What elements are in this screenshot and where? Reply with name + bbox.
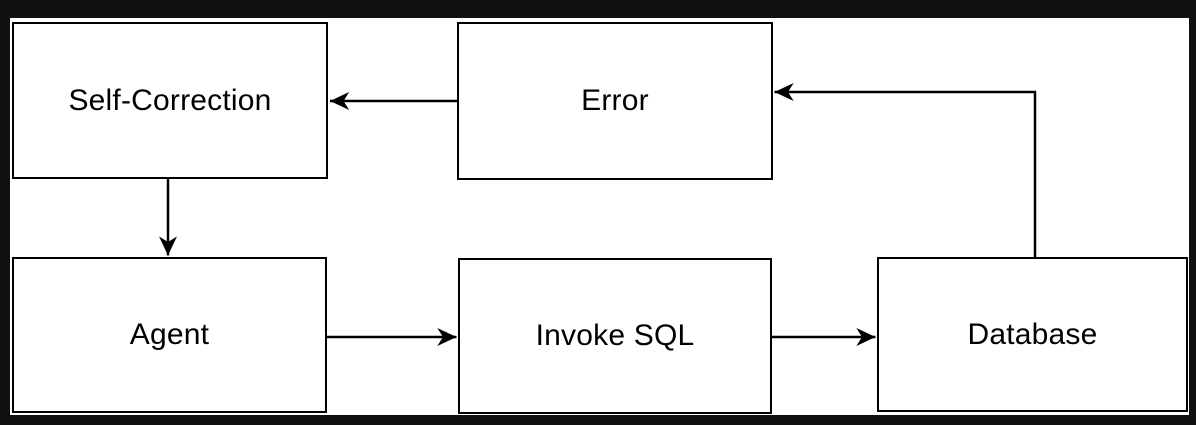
node-agent-label: Agent [129,318,210,351]
node-invoke-sql: Invoke SQL [458,258,772,414]
node-error: Error [457,22,773,180]
node-agent: Agent [12,257,327,413]
node-invoke-sql-label: Invoke SQL [535,319,695,352]
node-error-label: Error [581,84,649,117]
node-database-label: Database [967,317,1098,351]
node-database: Database [877,257,1188,412]
node-self-correction-label: Self-Correction [68,83,272,117]
node-self-correction: Self-Correction [12,22,328,179]
